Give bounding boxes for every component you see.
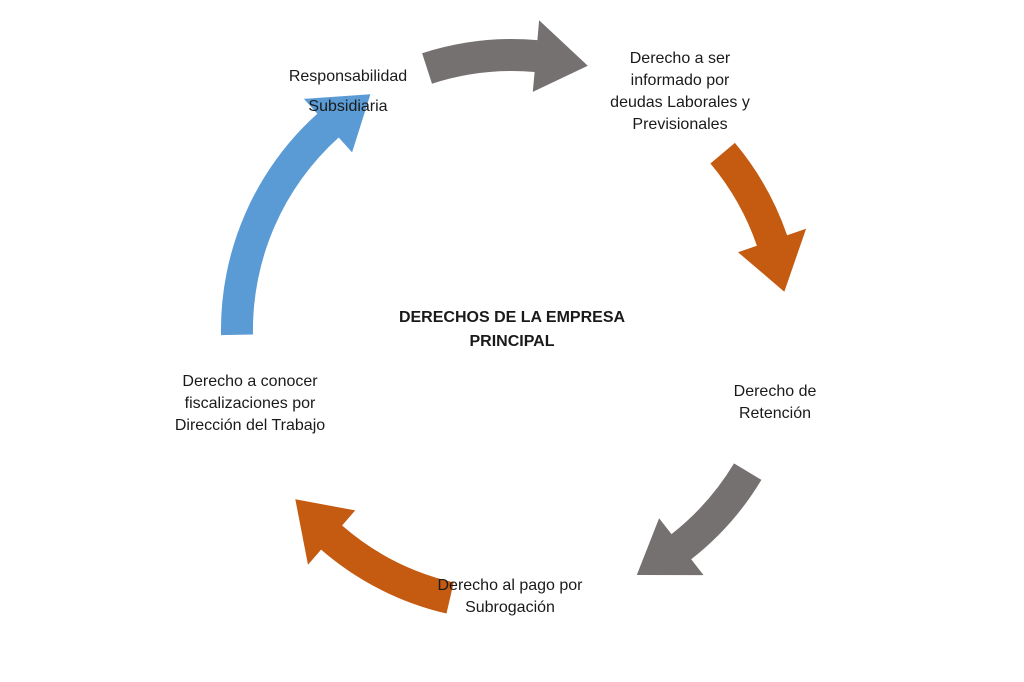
node-label-line: deudas Laborales y (610, 94, 750, 111)
node-label-line: Retención (738, 405, 812, 422)
arrow-bottom-right-icon (636, 463, 762, 576)
node-derecho-retencion: Derecho de Retención (700, 381, 850, 425)
arrow-bottom-left-icon (295, 499, 454, 614)
center-title-line: PRINCIPAL (469, 333, 555, 350)
center-title: DERECHOS DE LA EMPRESA PRINCIPAL (332, 306, 692, 354)
node-derecho-informado: Derecho a ser informado por deudas Labor… (580, 48, 780, 136)
node-label-line: Responsabilidad (288, 68, 408, 85)
node-label-line: Dirección del Trabajo (174, 417, 326, 434)
node-label-line: Derecho al pago por (437, 577, 583, 594)
node-derecho-pago-subrogacion: Derecho al pago por Subrogación (410, 575, 610, 619)
node-label-line: Subrogación (465, 599, 555, 616)
node-label-line: Derecho de (733, 383, 817, 400)
node-label-line: fiscalizaciones por (184, 395, 316, 412)
node-derecho-conocer-fiscalizaciones: Derecho a conocer fiscalizaciones por Di… (140, 371, 360, 437)
arrow-right-icon (710, 142, 807, 292)
center-title-line: DERECHOS DE LA EMPRESA (398, 309, 626, 326)
node-label-line: Subsidiaria (308, 98, 388, 115)
node-label-line: Previsionales (632, 116, 728, 133)
arrow-top-icon (422, 20, 588, 92)
node-responsabilidad-subsidiaria: Responsabilidad Subsidiaria (258, 62, 438, 122)
node-label-line: informado por (630, 72, 730, 89)
node-label-line: Derecho a conocer (182, 373, 318, 390)
arrow-left-icon (220, 94, 371, 336)
node-label-line: Derecho a ser (629, 50, 731, 67)
